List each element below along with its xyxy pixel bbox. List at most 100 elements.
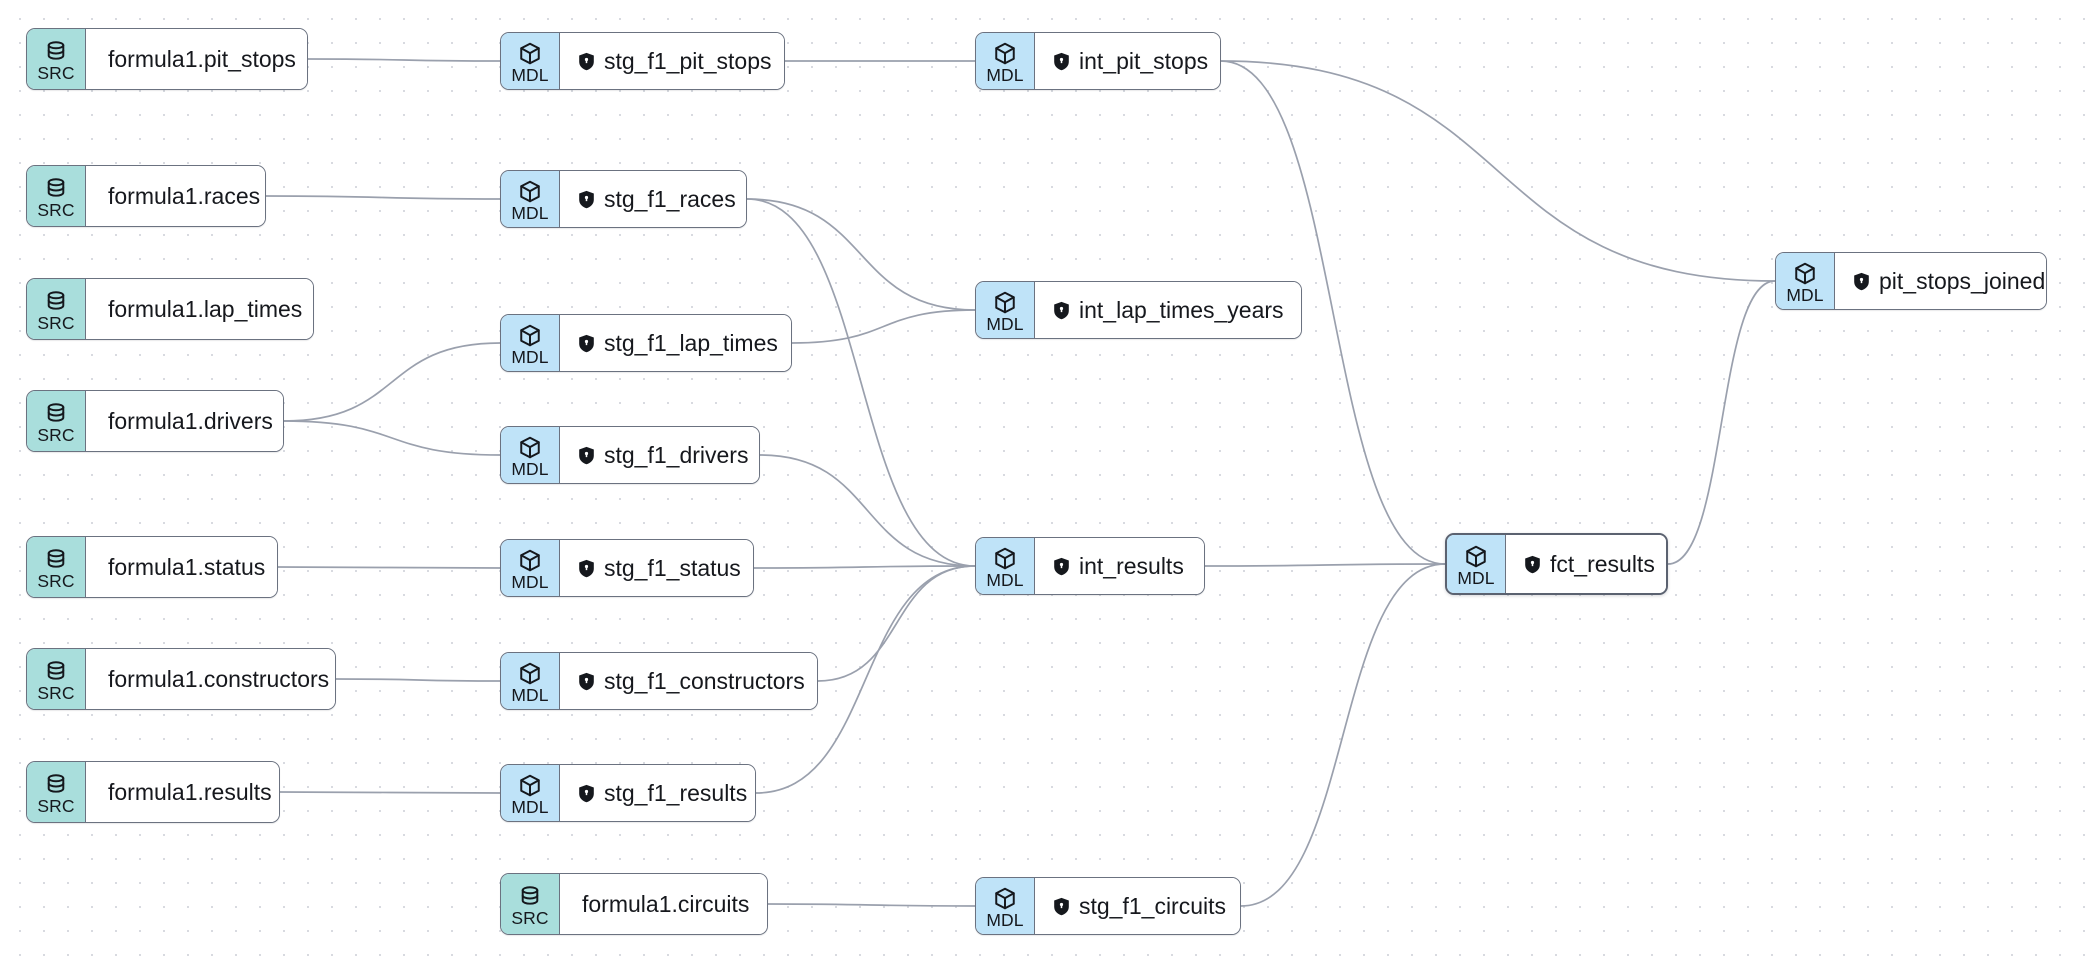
node-body: stg_f1_races [560, 171, 746, 227]
node-kind-label: SRC [37, 62, 75, 83]
node-label: formula1.results [108, 778, 272, 805]
lineage-edge-stg-constructors-to-int-results [817, 565, 976, 682]
node-kind-badge: SRC [27, 279, 86, 339]
lineage-node-int-lap-times-years[interactable]: MDL int_lap_times_years [975, 281, 1302, 339]
lineage-node-stg-drivers[interactable]: MDL stg_f1_drivers [500, 426, 760, 484]
node-label: stg_f1_drivers [604, 441, 749, 468]
lineage-edge-src-circuits-to-stg-circuits [767, 903, 976, 907]
lineage-node-src-pit-stops[interactable]: SRC formula1.pit_stops [26, 28, 308, 90]
lineage-edge-src-races-to-stg-races [265, 195, 501, 200]
node-body: formula1.pit_stops [86, 29, 307, 89]
lineage-edge-int-pit-stops-to-pit-stops-joined [1220, 60, 1776, 282]
lineage-edge-stg-status-to-int-results [753, 565, 976, 569]
database-icon [43, 176, 69, 201]
lineage-node-stg-circuits[interactable]: MDL stg_f1_circuits [975, 877, 1241, 935]
lineage-node-src-results[interactable]: SRC formula1.results [26, 761, 280, 823]
node-body: formula1.drivers [86, 391, 283, 451]
lineage-node-fct-results[interactable]: MDL fct_results [1445, 533, 1668, 595]
node-kind-badge: MDL [501, 653, 560, 709]
lineage-node-src-drivers[interactable]: SRC formula1.drivers [26, 390, 284, 452]
lineage-node-stg-races[interactable]: MDL stg_f1_races [500, 170, 747, 228]
node-body: fct_results [1506, 535, 1666, 593]
node-kind-badge: MDL [976, 878, 1035, 934]
node-label: formula1.status [108, 553, 266, 580]
lineage-node-src-status[interactable]: SRC formula1.status [26, 536, 278, 598]
lineage-edge-stg-races-to-int-lap-times-years [746, 198, 976, 311]
lineage-edge-stg-races-to-int-results [746, 198, 976, 567]
database-icon [43, 39, 69, 64]
shield-icon [578, 672, 595, 691]
lineage-node-stg-results[interactable]: MDL stg_f1_results [500, 764, 756, 822]
node-kind-label: SRC [37, 199, 75, 220]
lineage-edge-fct-results-to-pit-stops-joined [1667, 280, 1776, 565]
node-kind-badge: MDL [976, 538, 1035, 594]
node-body: stg_f1_circuits [1035, 878, 1240, 934]
node-kind-badge: SRC [27, 649, 86, 709]
node-kind-label: SRC [37, 312, 75, 333]
lineage-node-src-circuits[interactable]: SRC formula1.circuits [500, 873, 768, 935]
node-body: formula1.circuits [560, 874, 767, 934]
lineage-edge-stg-circuits-to-fct-results [1240, 563, 1446, 907]
database-icon [517, 884, 543, 909]
lineage-edge-src-status-to-stg-status [277, 566, 501, 569]
node-kind-label: MDL [511, 796, 549, 817]
node-kind-badge: SRC [501, 874, 560, 934]
lineage-node-stg-pit-stops[interactable]: MDL stg_f1_pit_stops [500, 32, 785, 90]
database-icon [43, 547, 69, 572]
node-body: int_lap_times_years [1035, 282, 1301, 338]
lineage-edge-src-drivers-to-stg-drivers [283, 420, 501, 456]
node-kind-label: SRC [511, 907, 549, 928]
lineage-edge-stg-drivers-to-int-results [759, 454, 976, 567]
lineage-node-stg-status[interactable]: MDL stg_f1_status [500, 539, 754, 597]
node-kind-label: SRC [37, 795, 75, 816]
database-icon [43, 659, 69, 684]
node-kind-badge: MDL [501, 427, 560, 483]
node-kind-label: MDL [511, 202, 549, 223]
node-label: formula1.circuits [582, 890, 750, 917]
node-label: formula1.constructors [108, 665, 330, 692]
node-body: int_pit_stops [1035, 33, 1220, 89]
cube-icon [517, 179, 543, 204]
node-body: stg_f1_drivers [560, 427, 759, 483]
cube-icon [517, 323, 543, 348]
node-body: stg_f1_status [560, 540, 753, 596]
node-kind-badge: MDL [501, 171, 560, 227]
shield-icon [578, 446, 595, 465]
node-label: pit_stops_joined [1879, 267, 2046, 294]
lineage-node-src-constructors[interactable]: SRC formula1.constructors [26, 648, 336, 710]
node-body: stg_f1_lap_times [560, 315, 791, 371]
lineage-node-pit-stops-joined[interactable]: MDL pit_stops_joined [1775, 252, 2047, 310]
lineage-node-stg-constructors[interactable]: MDL stg_f1_constructors [500, 652, 818, 710]
shield-icon [1853, 272, 1870, 291]
cube-icon [992, 41, 1018, 66]
node-kind-label: MDL [986, 313, 1024, 334]
node-label: stg_f1_status [604, 554, 741, 581]
node-body: stg_f1_results [560, 765, 755, 821]
node-kind-badge: SRC [27, 537, 86, 597]
shield-icon [1053, 897, 1070, 916]
cube-icon [517, 41, 543, 66]
lineage-node-int-results[interactable]: MDL int_results [975, 537, 1205, 595]
shield-icon [1053, 557, 1070, 576]
node-label: stg_f1_circuits [1079, 892, 1227, 919]
node-kind-label: MDL [1457, 567, 1495, 588]
node-body: formula1.constructors [86, 649, 335, 709]
node-kind-badge: SRC [27, 166, 86, 226]
database-icon [43, 401, 69, 426]
lineage-edge-src-results-to-stg-results [279, 791, 501, 794]
lineage-node-int-pit-stops[interactable]: MDL int_pit_stops [975, 32, 1221, 90]
lineage-node-src-races[interactable]: SRC formula1.races [26, 165, 266, 227]
node-label: formula1.drivers [108, 407, 273, 434]
node-kind-badge: MDL [501, 540, 560, 596]
database-icon [43, 289, 69, 314]
cube-icon [1792, 261, 1818, 286]
cube-icon [992, 290, 1018, 315]
lineage-node-src-lap-times[interactable]: SRC formula1.lap_times [26, 278, 314, 340]
node-body: formula1.lap_times [86, 279, 313, 339]
node-kind-label: MDL [511, 684, 549, 705]
lineage-edge-src-constructors-to-stg-constructors [335, 678, 501, 682]
lineage-node-stg-lap-times[interactable]: MDL stg_f1_lap_times [500, 314, 792, 372]
shield-icon [578, 52, 595, 71]
